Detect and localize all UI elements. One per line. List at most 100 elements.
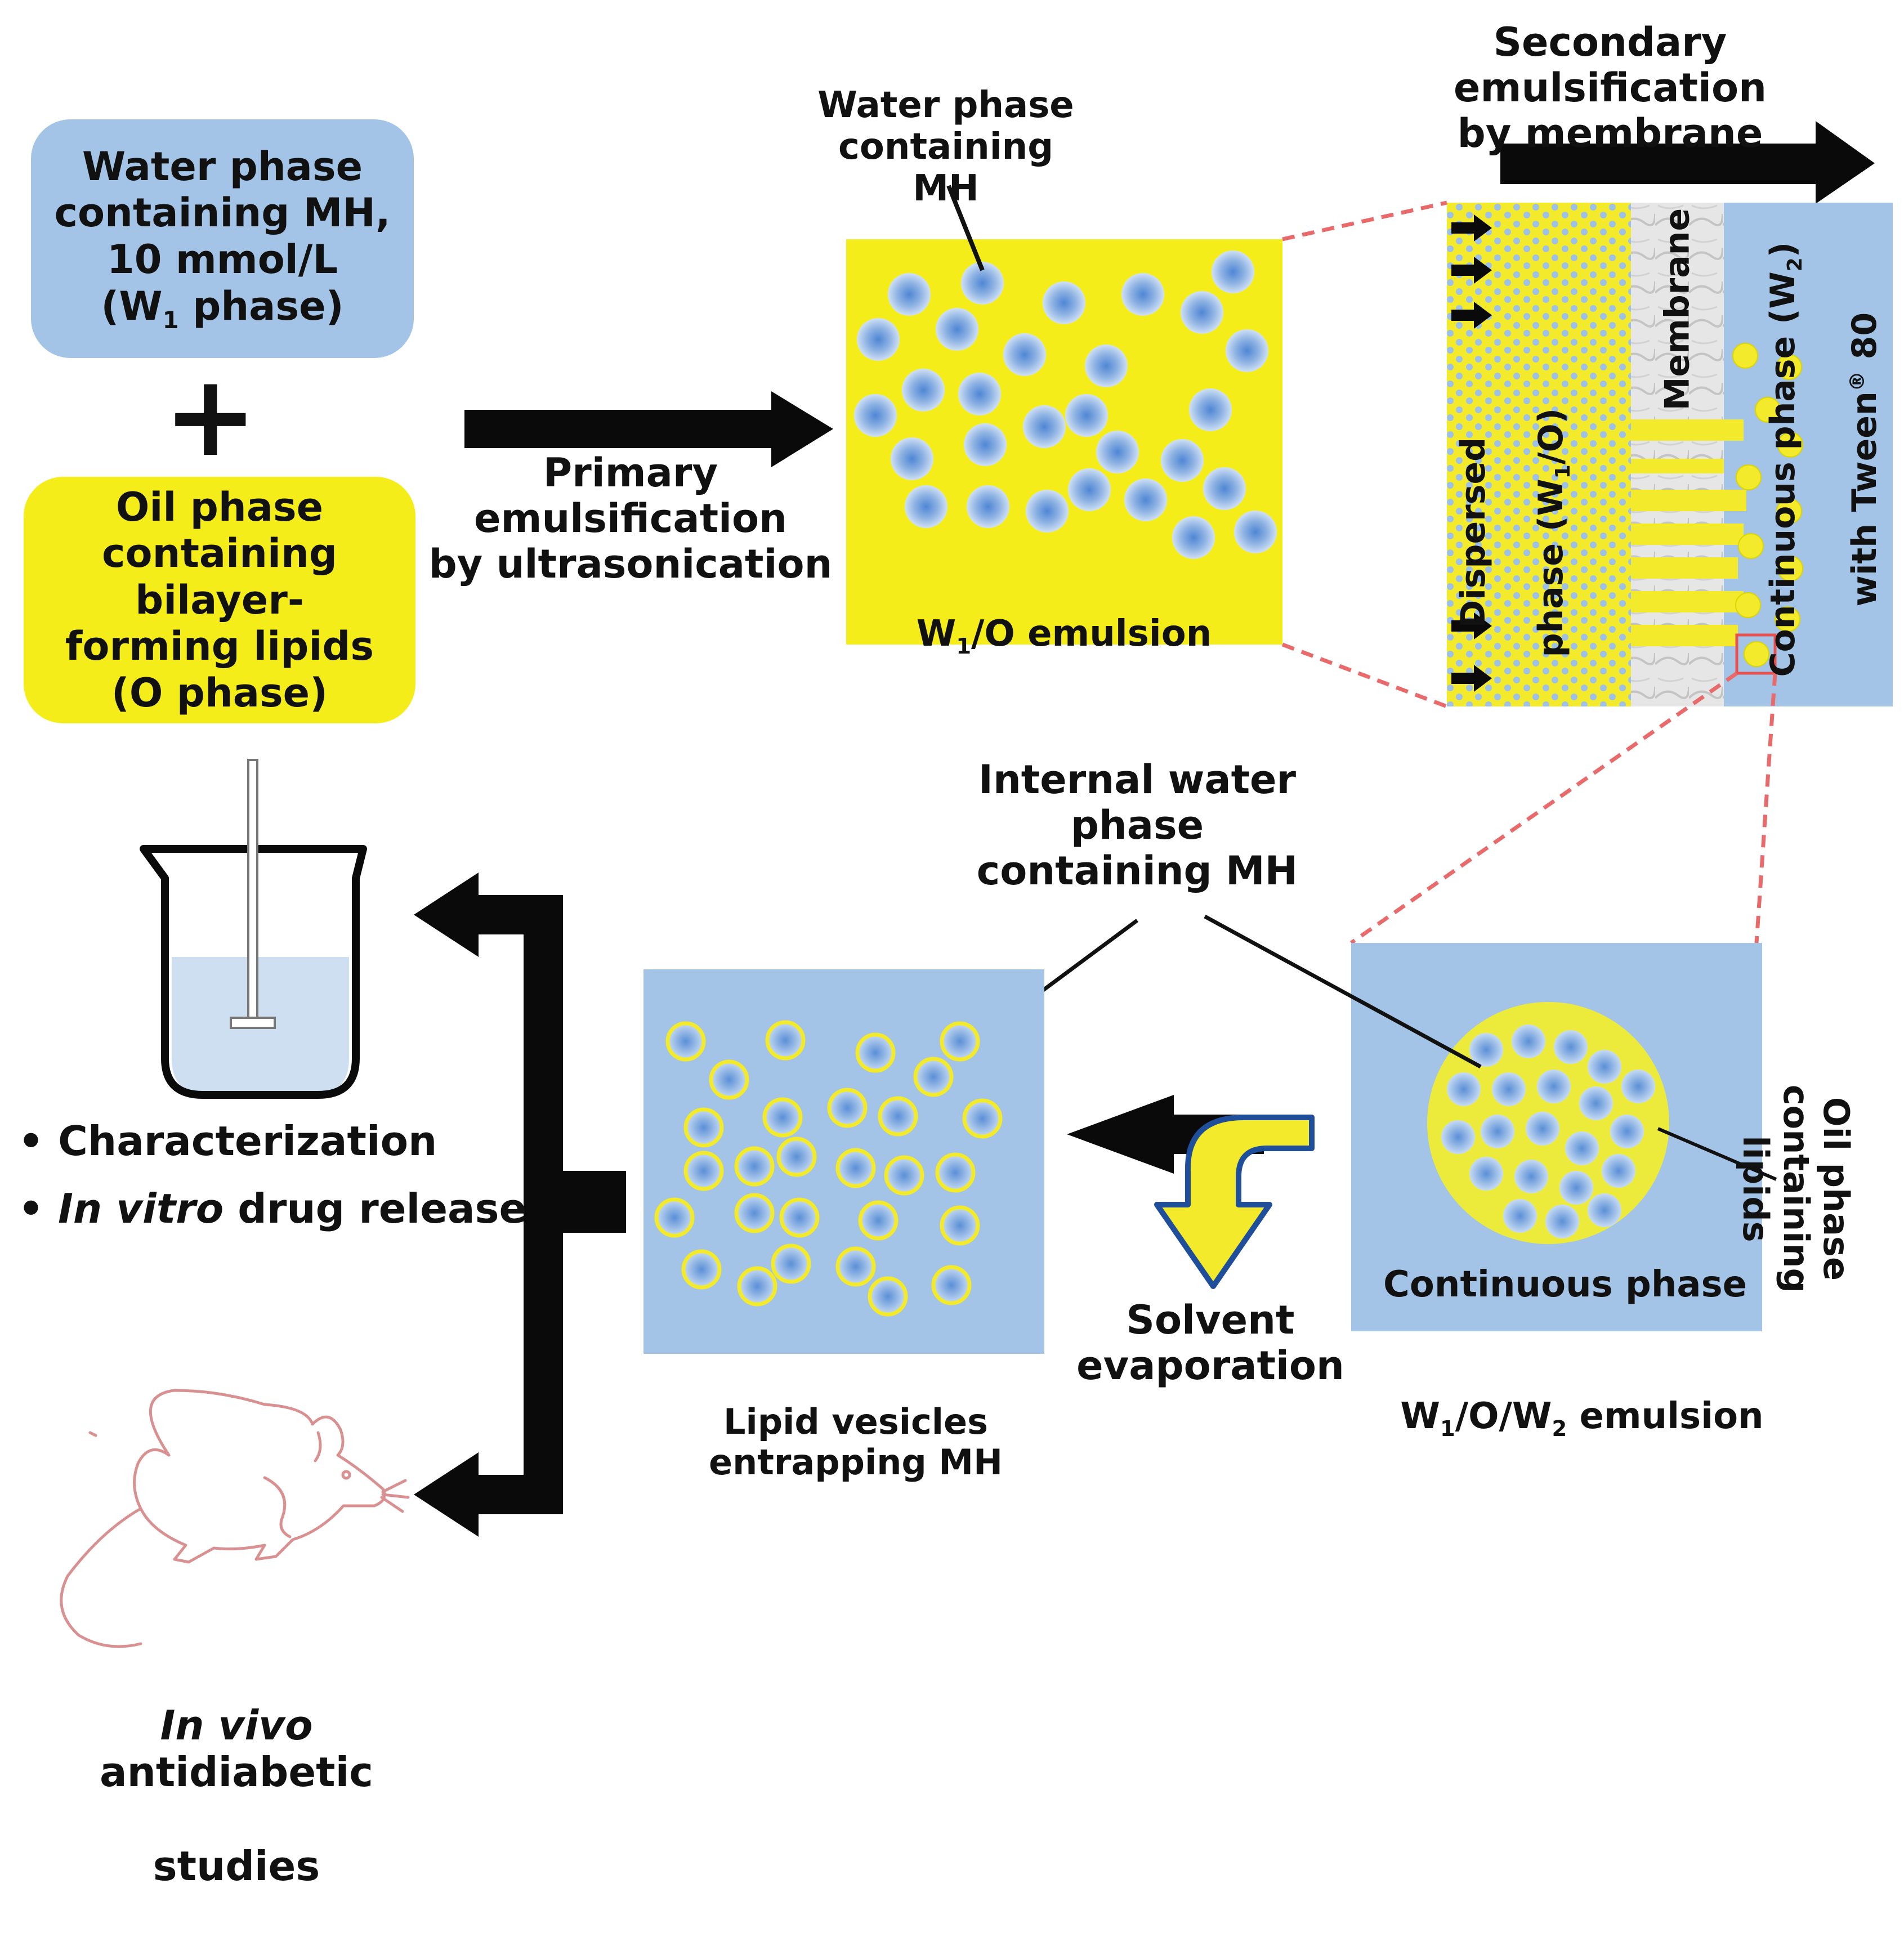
continuous-phase-droplet [1735, 592, 1761, 618]
secondary-emulsification-arrow [1500, 121, 1875, 204]
water-phase-box: Water phase containing MH, 10 mmol/L (W1… [31, 119, 414, 358]
continuous-phase-droplet [1755, 397, 1781, 423]
globule-droplet [1447, 1072, 1481, 1106]
vesicle [709, 1059, 749, 1100]
w1o-droplet [958, 373, 1001, 415]
w1o-droplet [888, 273, 931, 316]
continuous-phase-droplet [1744, 641, 1769, 667]
continuous-phase-droplet [1776, 498, 1802, 524]
vesicle [913, 1057, 954, 1097]
plus-sign: + [163, 351, 258, 482]
w1o-droplet [1234, 511, 1277, 553]
vesicle [762, 1097, 803, 1138]
membrane-panel [1447, 203, 1893, 706]
continuous-phase-droplet [1736, 464, 1762, 490]
w1o-droplet [1189, 388, 1232, 431]
vesicle [734, 1146, 775, 1187]
continuous-phase-droplet [1777, 432, 1803, 458]
globule-droplet [1526, 1112, 1559, 1146]
globule-droplet [1514, 1160, 1548, 1193]
w1o-droplet [1161, 439, 1204, 482]
continuous-phase-label: Continuous phase [1383, 1264, 1747, 1305]
primary-emulsification-arrow [464, 391, 833, 467]
lipid-vesicles-label: Lipid vesicles entrapping MH [709, 1401, 1003, 1483]
vesicle [858, 1200, 899, 1241]
w1o-droplet [857, 318, 900, 361]
globule-droplet [1610, 1115, 1644, 1148]
w1o-droplet [1043, 281, 1085, 324]
w1o-droplet [967, 485, 1009, 528]
in-vitro-item: In vitro drug release [18, 1185, 526, 1232]
globule-droplet [1579, 1086, 1613, 1120]
in-vivo-label: In vivo antidiabetic studies [100, 1701, 373, 1890]
water-phase-box-bg [31, 119, 414, 358]
w1o-droplet [1226, 329, 1268, 372]
rat-icon [60, 1389, 410, 1648]
w1o-droplet [905, 485, 947, 528]
water-phase-line2: containing MH, [54, 190, 391, 236]
internal-water-pointer-right [1204, 914, 1482, 1069]
w1o-droplet [1212, 250, 1254, 293]
w1o-emulsion-label: W1/O emulsion [916, 613, 1212, 660]
globule-droplet [1588, 1193, 1621, 1227]
continuous-phase-droplet [1777, 556, 1803, 581]
solvent-evaporation-label: Solvent evaporation [1076, 1297, 1344, 1389]
vesicle [654, 1197, 695, 1238]
vesicle [765, 1020, 806, 1061]
vesicle [884, 1155, 924, 1196]
continuous-phase-droplet [1738, 533, 1764, 559]
globule-droplet [1441, 1120, 1475, 1154]
globule-droplet [1503, 1199, 1537, 1233]
globule-droplet [1469, 1157, 1503, 1191]
continuous-phase-droplet [1776, 354, 1802, 380]
stirrer-icon [230, 759, 276, 1029]
water-phase-line1: Water phase [82, 143, 363, 190]
primary-emulsification-label: Primary emulsification by ultrasonicatio… [428, 450, 833, 588]
oil-phase-box: Oil phase containing bilayer- forming li… [24, 477, 415, 723]
w1o-droplet [1026, 490, 1069, 533]
w1o-droplet [1065, 394, 1108, 437]
globule-droplet [1588, 1050, 1621, 1084]
vesicle [681, 1249, 722, 1290]
globule-droplet [1481, 1115, 1514, 1148]
vesicle [962, 1098, 1003, 1139]
oil-phase-text: Oil phase containing bilayer- forming li… [65, 484, 374, 716]
w1o-droplet [964, 423, 1007, 466]
globule-droplet [1559, 1171, 1593, 1205]
w1o-droplet [1003, 333, 1046, 376]
w1ow2-emulsion-label: W1/O/W2 emulsion [1400, 1395, 1764, 1442]
globule-droplet [1554, 1030, 1588, 1064]
internal-water-label: Internal water phase containing MH [976, 757, 1298, 894]
vesicle [737, 1266, 777, 1307]
branch-arrows [414, 873, 626, 1537]
dispersed-phase-label: Dispersed phase (W1/O) [1453, 408, 1575, 657]
globule-droplet [1469, 1033, 1503, 1067]
w1o-droplet [1172, 516, 1215, 559]
water-phase-mh-label: Water phase containing MH [817, 84, 1074, 210]
water-phase-pointer [946, 185, 985, 271]
globule-droplet [1621, 1070, 1655, 1103]
vesicle [940, 1021, 980, 1062]
w1o-droplet [961, 262, 1004, 305]
globule-droplet [1565, 1131, 1599, 1165]
vesicles [654, 1020, 1003, 1317]
vesicle [855, 1032, 896, 1073]
vesicle [683, 1107, 724, 1148]
w1o-droplet [891, 437, 933, 480]
globule-droplet [1545, 1205, 1579, 1238]
globule-droplet [1512, 1025, 1545, 1058]
vesicle [683, 1151, 724, 1191]
water-phase-line4: (W1 phase) [101, 283, 344, 334]
w1o-droplet [1203, 467, 1246, 510]
vesicle [779, 1197, 820, 1238]
oil-phase-box-bg [24, 477, 415, 723]
membrane-label: Membrane [1657, 208, 1697, 411]
w1o-droplet [1124, 478, 1167, 521]
vesicle [835, 1148, 876, 1188]
w1o-droplet [1023, 405, 1066, 448]
vesicle [734, 1193, 775, 1233]
diagram-canvas [24, 119, 1893, 1648]
w1o-droplet [902, 369, 945, 411]
continuous-phase-droplet [1732, 343, 1758, 369]
vesicle [827, 1088, 868, 1128]
